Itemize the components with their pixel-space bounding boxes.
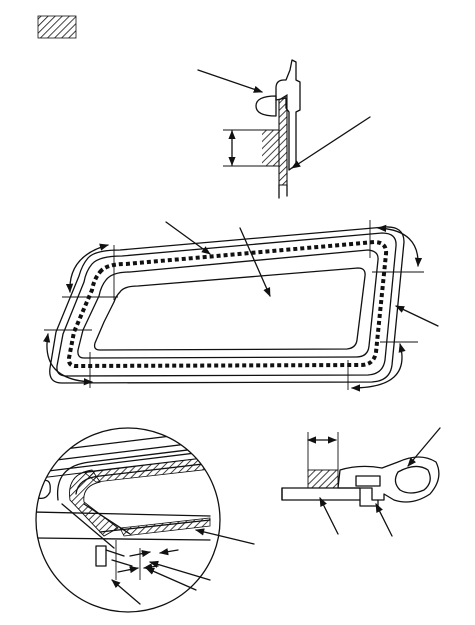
magnified-corner-detail: [35, 427, 255, 613]
section-detail-top: [197, 59, 371, 199]
seal-profile-detail: [281, 427, 441, 537]
window-glass-overview: [43, 220, 439, 392]
legend-hatch-swatch: [37, 15, 77, 39]
